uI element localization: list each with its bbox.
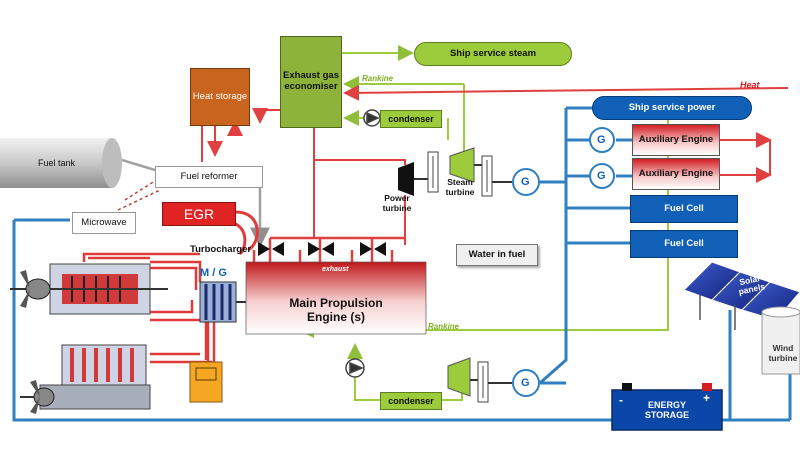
fuel-cell-2-box: Fuel Cell xyxy=(630,230,738,258)
condenser-top-box: condenser xyxy=(380,110,442,128)
fuel-cell-1-box: Fuel Cell xyxy=(630,195,738,223)
condenser-bottom-box: condenser xyxy=(380,392,442,410)
ship-service-steam-box: Ship service steam xyxy=(414,42,572,66)
main-engine-label: Main Propulsion Engine (s) xyxy=(289,296,383,325)
battery-minus-label: - xyxy=(619,393,623,407)
motor-generator-icon xyxy=(199,281,246,323)
condenser-pump-icon xyxy=(345,109,381,378)
g-label: G xyxy=(521,377,530,389)
turbocharger-label: Turbocharger xyxy=(190,244,252,255)
wind-turbine-label: Wind turbine xyxy=(768,344,798,363)
wind-turbine-icon xyxy=(761,306,800,375)
battery-plus-label: + xyxy=(703,391,711,405)
egr-box: EGR xyxy=(162,202,236,226)
main-engine-block xyxy=(245,261,427,335)
auxiliary-engine-1-box: Auxiliary Engine xyxy=(632,124,720,156)
rankine-label-bottom: Rankine xyxy=(428,322,460,331)
microwave-box: Microwave xyxy=(72,212,136,234)
turbocharger-icon xyxy=(258,242,386,256)
g-label: G xyxy=(597,134,606,146)
drive-lines xyxy=(82,252,216,364)
turbocharger-risers xyxy=(252,236,405,262)
generator-icon xyxy=(512,127,615,397)
exhaust-label: exhaust xyxy=(322,266,349,273)
battery-icon xyxy=(611,383,723,431)
auxiliary-engine-2-box: Auxiliary Engine xyxy=(632,158,720,190)
ship-service-power-box: Ship service power xyxy=(592,96,752,120)
rankine-label-top: Rankine xyxy=(362,74,394,83)
heat-storage-box: Heat storage xyxy=(190,68,250,126)
energy-storage-label: ENERGY STORAGE xyxy=(644,400,690,421)
mg-label: M / G xyxy=(200,267,227,279)
water-in-fuel-box: Water in fuel xyxy=(456,244,538,266)
power-turbine-label: Power turbine xyxy=(382,193,412,213)
propeller-icon xyxy=(20,344,151,414)
propeller-icon xyxy=(10,263,168,315)
steam-turbine-label: Steam turbine xyxy=(445,177,475,197)
power-turbine-icon xyxy=(398,151,439,196)
steam-turbine-icon xyxy=(447,357,512,403)
heat-label: Heat xyxy=(740,80,760,90)
g-label: G xyxy=(597,170,606,182)
fuel-tank-label: Fuel tank xyxy=(38,158,76,168)
g-label: G xyxy=(521,176,530,188)
fuel-tank-icon xyxy=(0,138,122,188)
exhaust-gas-economiser-box: Exhaust gas economiser xyxy=(280,36,342,128)
steam-turbine-icon xyxy=(449,147,512,197)
fuel-reformer-box: Fuel reformer xyxy=(155,166,263,188)
